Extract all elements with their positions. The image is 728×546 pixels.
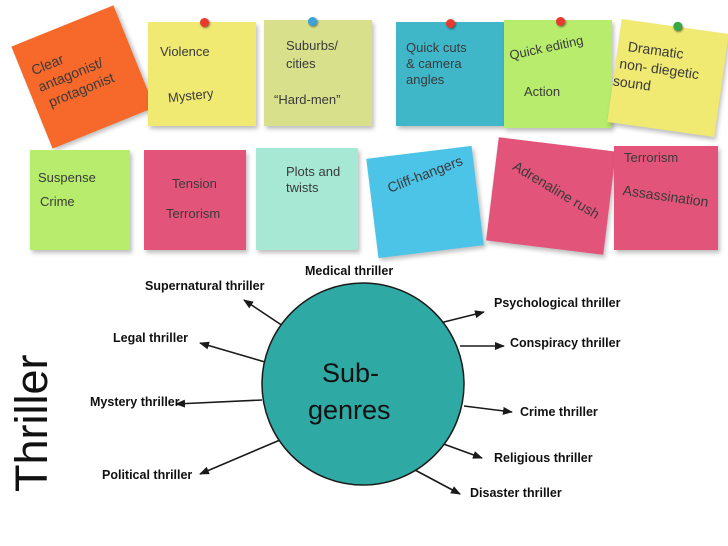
label-psychological-thriller: Psychological thriller — [494, 296, 621, 310]
subgenres-hub — [261, 282, 465, 486]
note-text: & camera — [406, 56, 462, 71]
sticky-note-plots: Plots and twists — [256, 148, 358, 250]
pushpin-icon — [200, 18, 209, 27]
sticky-note-suspense: Suspense Crime — [30, 150, 130, 250]
label-conspiracy-thriller: Conspiracy thriller — [510, 336, 621, 350]
note-text: angles — [406, 72, 445, 87]
note-text: Plots and — [286, 164, 341, 179]
label-crime-thriller: Crime thriller — [520, 405, 598, 419]
note-text: cities — [286, 56, 316, 71]
pushpin-icon — [308, 17, 317, 26]
thriller-title-text: Thriller — [6, 354, 57, 492]
label-supernatural-thriller: Supernatural thriller — [145, 279, 265, 293]
pushpin-icon — [446, 19, 455, 28]
arrow-crime — [463, 405, 513, 415]
sticky-note-quick-cuts: Quick cuts & camera angles — [396, 19, 504, 126]
hub-label-line2: genres — [308, 395, 391, 425]
arrow-mystery — [175, 399, 263, 408]
arrow-legal — [199, 341, 266, 363]
sticky-note-violence: Violence Mystery — [148, 18, 256, 126]
note-text: Quick cuts — [406, 40, 467, 55]
label-mystery-thriller: Mystery thriller — [90, 395, 180, 409]
note-text: Tension — [172, 176, 217, 191]
note-text: Suspense — [38, 170, 96, 185]
arrow-supernatural — [243, 299, 287, 329]
label-religious-thriller: Religious thriller — [494, 451, 593, 465]
note-text: Crime — [40, 194, 75, 209]
note-text: twists — [286, 180, 319, 195]
label-legal-thriller: Legal thriller — [113, 331, 189, 345]
label-medical-thriller: Medical thriller — [305, 264, 394, 278]
hub-label-line1: Sub- — [322, 358, 380, 388]
label-disaster-thriller: Disaster thriller — [470, 486, 562, 500]
note-text: Terrorism — [166, 206, 221, 221]
sticky-note-suburbs: Suburbs/ cities “Hard-men” — [264, 17, 372, 126]
note-text: Suburbs/ — [286, 38, 339, 53]
arrow-political — [199, 439, 281, 475]
note-text: Terrorism — [624, 150, 679, 165]
arrow-disaster — [414, 469, 461, 495]
note-text: “Hard-men” — [274, 92, 341, 107]
label-political-thriller: Political thriller — [102, 468, 193, 482]
thriller-title: Thriller — [6, 330, 57, 492]
note-text: Action — [524, 84, 561, 99]
sticky-note-tension: Tension Terrorism — [144, 150, 246, 250]
sticky-note-quick-editing: Quick editing Action — [504, 17, 612, 128]
arrow-religious — [437, 441, 483, 459]
sticky-note-terrorism: Terrorism Assassination — [614, 146, 718, 250]
pushpin-icon — [556, 17, 565, 26]
note-text: Violence — [160, 44, 210, 59]
